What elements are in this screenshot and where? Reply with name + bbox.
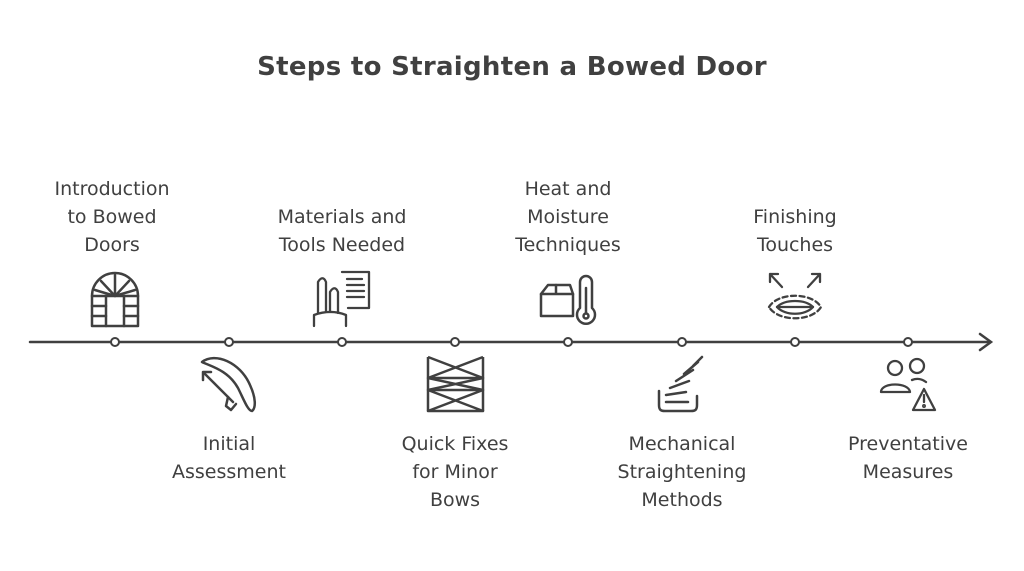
press-lines-icon: [657, 355, 704, 413]
people-warning-icon: [879, 357, 937, 412]
timeline-node: [224, 337, 234, 347]
step-label-initial-assessment: Initial Assessment: [172, 433, 286, 483]
timeline-node: [677, 337, 687, 347]
timeline-node: [337, 337, 347, 347]
box-and-thermometer-icon: [539, 274, 597, 325]
step-label-preventative: Preventative Measures: [848, 433, 968, 483]
timeline-node: [110, 337, 120, 347]
step-label-finishing: Finishing Touches: [753, 206, 837, 256]
bow-and-arrow-icon: [200, 356, 256, 413]
timeline-nodes: [110, 337, 913, 347]
cross-brace-icon: [426, 355, 485, 413]
timeline-node: [563, 337, 573, 347]
diagram-title: Steps to Straighten a Bowed Door: [257, 52, 767, 82]
timeline-node: [903, 337, 913, 347]
step-label-quick-fixes: Quick Fixes for Minor Bows: [401, 433, 509, 511]
timeline-arrowhead-icon: [978, 332, 994, 352]
step-label-heat-moisture: Heat and Moisture Techniques: [515, 178, 621, 256]
step-label-introduction: Introduction to Bowed Doors: [54, 178, 170, 256]
step-label-mechanical: Mechanical Straightening Methods: [617, 433, 747, 511]
tools-and-list-icon: [312, 270, 371, 328]
arched-door-icon: [90, 271, 140, 328]
step-label-materials: Materials and Tools Needed: [277, 206, 407, 256]
timeline-node: [790, 337, 800, 347]
lips-expand-icon: [767, 272, 823, 320]
timeline-node: [450, 337, 460, 347]
